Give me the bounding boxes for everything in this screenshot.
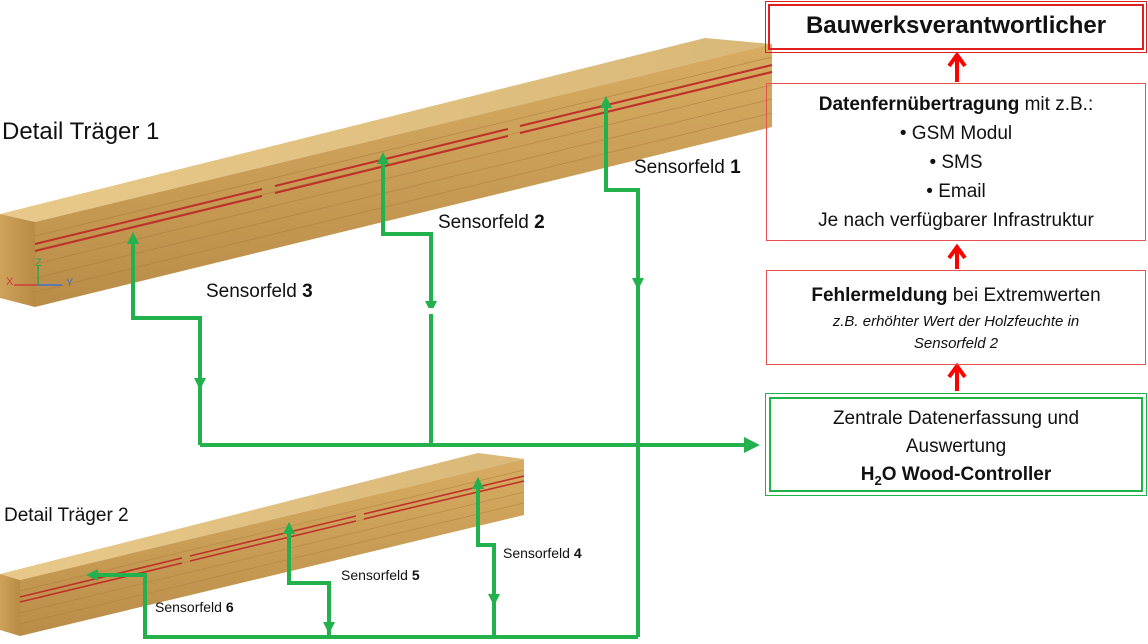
beam-1-end [0,214,35,307]
remote-item-sms: • SMS [929,152,983,173]
central-line-1: Zentrale Datenerfassung und [832,408,1080,429]
arrow-up-sensor-5 [283,522,295,534]
arrow-down-1 [632,278,644,290]
arrow-down-2 [425,301,437,313]
error-detail-2: Sensorfeld 2 [913,335,999,352]
flow-line-sensor-6 [92,573,638,639]
sensorfield-label-3: Sensorfeld 3 [206,281,313,302]
beam-1-top [0,38,772,222]
central-controller-box: Zentrale Datenerfassung und Auswertung H… [765,393,1147,496]
detail-label-beam-1: Detail Träger 1 [2,118,160,145]
arrow-down-5 [323,622,335,634]
responsible-label: Bauwerksverantwortlicher [805,12,1107,39]
alert-arrows [947,51,967,391]
remote-item-gsm: • GSM Modul [899,123,1013,144]
beam-2-top [0,453,524,580]
flow-line-sensor-2 [381,158,433,445]
sensorfield-label-2: Sensorfeld 2 [438,212,545,233]
beam-1 [0,38,773,307]
remote-item-email: • Email [926,181,986,202]
flow-network [92,102,752,639]
controller-name: H2O Wood-Controller [860,464,1052,488]
sensorfield-label-6: Sensorfeld 6 [155,599,234,615]
axis-triad [14,265,62,286]
arrow-up-sensor-3 [127,232,139,244]
axis-x-label: X [6,276,14,288]
axis-y-label: Y [66,277,74,289]
sensorfield-label-1: Sensorfeld 1 [634,157,741,178]
error-detail-1: z.B. erhöhter Wert der Holzfeuchte in [832,313,1080,330]
error-message-box: Fehlermeldung bei Extremwerten z.B. erhö… [766,270,1146,365]
remote-transmission-box: Datenfernübertragung mit z.B.: • GSM Mod… [766,83,1146,241]
flow-line-sensor-5 [287,528,331,637]
flow-arrowheads [86,96,760,634]
arrow-up-sensor-1 [600,96,612,108]
responsible-box: Bauwerksverantwortlicher [765,1,1147,53]
sensorfield-label-5: Sensorfeld 5 [341,567,420,583]
arrow-up-sensor-2 [377,152,389,164]
beam-2-front [20,459,524,636]
beam-1-sensor-lines [34,64,773,252]
error-heading: Fehlermeldung bei Extremwerten [811,285,1101,306]
sensorfield-label-4: Sensorfeld 4 [503,545,582,561]
detail-label-beam-2: Detail Träger 2 [4,505,129,526]
flow-line-sensor-1 [604,102,640,637]
arrow-left-sensor-6 [86,569,98,581]
remote-footer: Je nach verfügbarer Infrastruktur [818,210,1094,231]
arrow-up-sensor-4 [472,477,484,489]
beam-2 [0,453,525,636]
beam-2-sensor-lines [19,475,525,603]
flow-line-sensor-4 [476,483,496,637]
arrow-down-4 [488,594,500,606]
central-line-2: Auswertung [905,436,1007,457]
beam-2-end [0,574,20,636]
axis-z-label: Z [35,257,42,269]
arrow-right-main [744,437,760,453]
remote-heading: Datenfernübertragung mit z.B.: [818,94,1094,115]
arrow-down-3 [194,378,206,390]
